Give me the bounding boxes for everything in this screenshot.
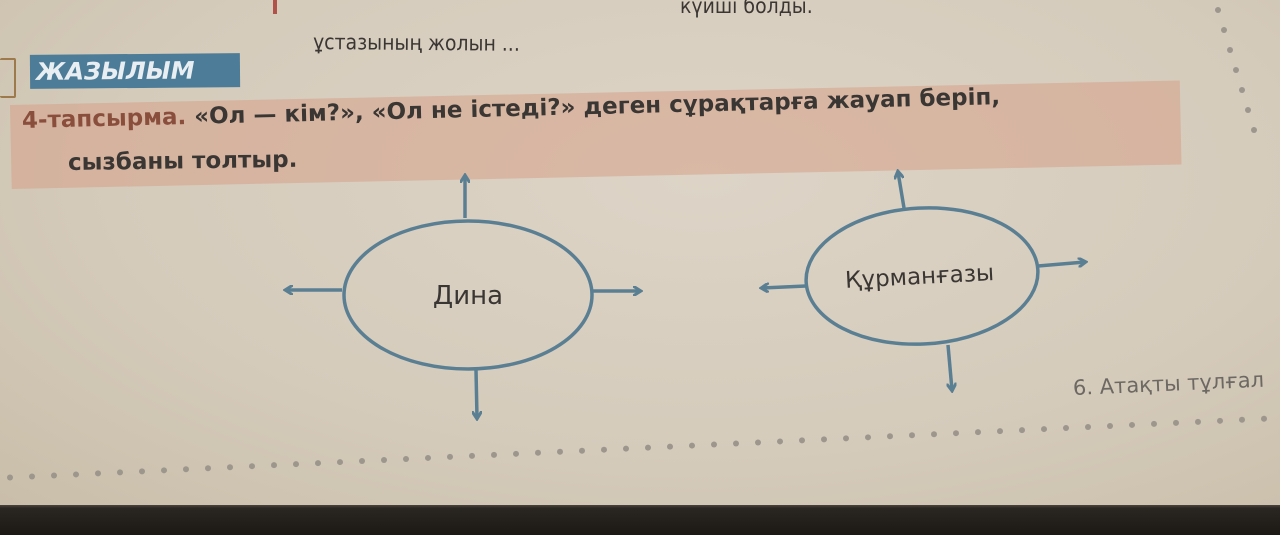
- border-dot: [953, 430, 959, 437]
- border-dot: [843, 435, 849, 442]
- border-dot: [205, 465, 211, 472]
- border-dot: [711, 441, 717, 448]
- border-dot: [1173, 419, 1179, 426]
- border-dot: [1251, 127, 1257, 133]
- arrow-up: [898, 172, 906, 209]
- border-dot: [1233, 67, 1239, 73]
- border-dot: [95, 470, 101, 477]
- border-dot: [997, 428, 1003, 435]
- border-dot: [161, 467, 167, 474]
- border-dot: [73, 471, 79, 478]
- margin-mark: [273, 0, 277, 14]
- border-dot: [1261, 415, 1267, 422]
- diagram: Дина Құрманғазы: [7, 7, 1267, 481]
- border-dot: [975, 429, 981, 436]
- border-dot: [293, 461, 299, 468]
- border-dot: [579, 447, 585, 454]
- border-dot: [689, 442, 695, 449]
- border-dot: [1245, 107, 1251, 113]
- node-label-dina: Дина: [433, 281, 503, 311]
- border-dot: [865, 434, 871, 441]
- border-dot: [491, 451, 497, 458]
- arrow-left: [762, 286, 807, 288]
- arrow-down: [476, 369, 477, 418]
- border-dot: [1085, 424, 1091, 430]
- border-dot: [1221, 27, 1227, 33]
- border-dot: [51, 472, 57, 479]
- border-dot: [139, 468, 145, 475]
- border-dot: [1217, 417, 1223, 424]
- border-dot: [29, 473, 35, 480]
- previous-text-line-1: күйші болды.: [680, 0, 813, 18]
- border-dot: [777, 438, 783, 445]
- border-dot: [1151, 420, 1157, 427]
- border-dot: [337, 459, 343, 466]
- node-ellipse-dina: [342, 219, 594, 371]
- border-dot: [1195, 418, 1201, 425]
- border-dot: [425, 454, 431, 461]
- border-dot: [381, 457, 387, 463]
- border-dot: [1215, 7, 1221, 13]
- border-dot: [227, 464, 233, 471]
- border-dot: [513, 450, 519, 457]
- border-dot: [1063, 425, 1069, 432]
- border-dot: [117, 469, 123, 476]
- border-dot: [359, 458, 365, 465]
- border-dot: [403, 455, 409, 462]
- border-dot: [1019, 427, 1025, 434]
- border-dot: [469, 452, 475, 459]
- border-dot: [7, 474, 13, 481]
- border-dot: [931, 431, 937, 438]
- border-dot: [1239, 87, 1245, 93]
- border-dot: [755, 439, 761, 446]
- border-dot: [315, 460, 321, 467]
- border-dot: [535, 449, 541, 456]
- border-dot: [183, 466, 189, 473]
- textbook-page: күйші болды. ұстазының жолын ... ЖАЗЫЛЫМ…: [0, 0, 1280, 505]
- border-dot: [1239, 416, 1245, 423]
- border-dot: [557, 448, 563, 455]
- arrow-down: [946, 344, 952, 390]
- border-dot: [645, 444, 651, 451]
- border-dot: [1129, 421, 1135, 428]
- dotted-border: [7, 7, 1267, 481]
- arrow-right: [1037, 262, 1085, 268]
- border-dot: [249, 463, 255, 470]
- border-dot: [623, 445, 629, 452]
- pencil-icon: [0, 58, 16, 98]
- border-dot: [821, 436, 827, 443]
- border-dot: [909, 432, 915, 439]
- border-dot: [799, 437, 805, 444]
- border-dot: [1107, 422, 1113, 429]
- border-dot: [1227, 47, 1233, 53]
- border-dot: [447, 453, 453, 460]
- border-dot: [733, 440, 739, 447]
- border-dot: [271, 462, 277, 469]
- node-label-kurmangazy: Құрманғазы: [845, 260, 995, 294]
- border-dot: [1041, 426, 1047, 433]
- border-dot: [887, 433, 893, 440]
- node-ellipse-kurmangazy: [804, 206, 1040, 346]
- border-dot: [667, 443, 673, 450]
- border-dot: [601, 446, 607, 453]
